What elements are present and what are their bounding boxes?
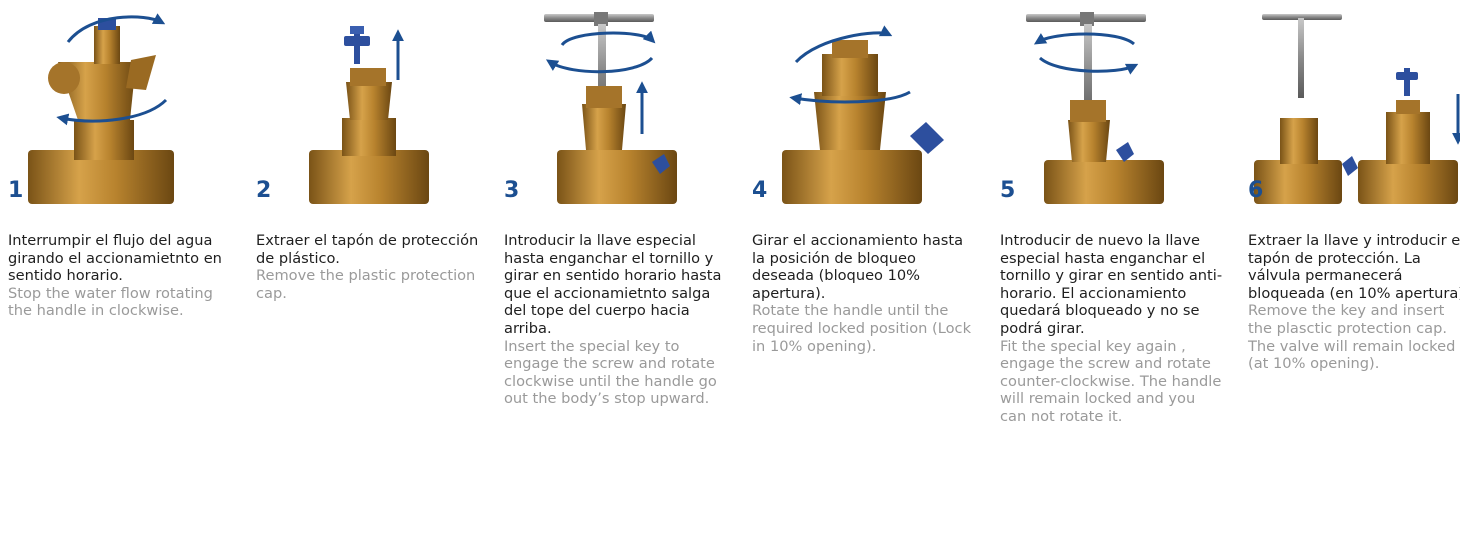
- step-5: 5 Introducir de nuevo la llave especial …: [998, 0, 1228, 545]
- step-instruction-en: Rotate the handle until the required loc…: [752, 302, 976, 355]
- step-instruction-en: Remove the key and insert the plasctic p…: [1248, 302, 1460, 372]
- step-number: 2: [256, 180, 271, 202]
- step-instruction-en: Fit the special key again , engage the s…: [1000, 338, 1224, 426]
- step-instruction-es: Interrumpir el flujo del agua girando el…: [8, 232, 232, 320]
- step-number: 3: [504, 180, 519, 202]
- valve-illustration-6: [1246, 0, 1460, 215]
- step-1: 1 Interrumpir el flujo del agua girando …: [6, 0, 236, 545]
- step-number: 4: [752, 180, 767, 202]
- step-number: 5: [1000, 180, 1015, 202]
- step-instruction-es: Introducir la llave especial hasta engan…: [504, 232, 728, 408]
- step-instruction-es: Introducir de nuevo la llave especial ha…: [1000, 232, 1224, 426]
- step-instruction-en: Remove the plastic protection cap.: [256, 267, 480, 302]
- valve-illustration-5: [998, 0, 1228, 215]
- step-instruction-es: Extraer la llave y introducir el tapón d…: [1248, 232, 1460, 373]
- step-instruction-en: Insert the special key to engage the scr…: [504, 338, 728, 408]
- valve-illustration-2: [254, 0, 484, 215]
- step-instruction-es: Extraer el tapón de protección de plásti…: [256, 232, 480, 302]
- valve-illustration-4: [750, 0, 980, 215]
- step-instruction-en: Stop the water flow rotating the handle …: [8, 285, 232, 320]
- valve-illustration-1: [6, 0, 236, 215]
- step-number: 6: [1248, 180, 1263, 202]
- step-number: 1: [8, 180, 23, 202]
- step-4: 4 Girar el accionamiento hasta la posici…: [750, 0, 980, 545]
- valve-illustration-3: [502, 0, 732, 215]
- step-instruction-es: Girar el accionamiento hasta la posición…: [752, 232, 976, 355]
- step-6: 6 Extraer la llave y introducir el tapón…: [1246, 0, 1460, 545]
- step-2: 2 Extraer el tapón de protección de plás…: [254, 0, 484, 545]
- step-3: 3 Introducir la llave especial hasta eng…: [502, 0, 732, 545]
